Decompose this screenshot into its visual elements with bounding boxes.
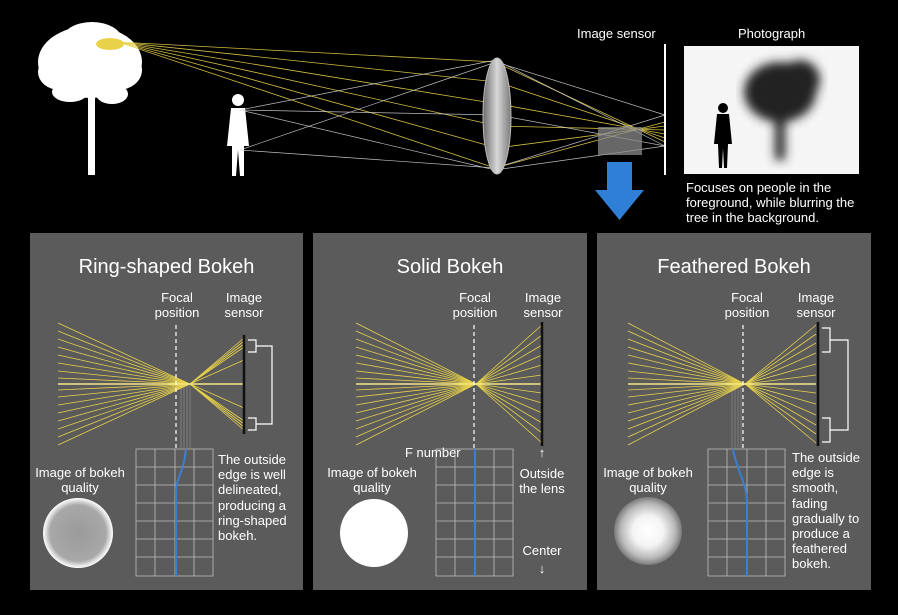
panel-1-quality-label: Image of bokeh quality: [35, 465, 125, 495]
photo-person-icon: [714, 103, 732, 168]
person-icon: [227, 94, 249, 176]
panel-2-title: Solid Bokeh: [396, 256, 504, 278]
top-scene: [38, 22, 859, 220]
panel-2-outside-label: Outside the lens: [519, 466, 565, 496]
person-rays: [239, 59, 666, 171]
panel-1-description: The outside edge is well delineated, pro…: [218, 452, 287, 544]
center-arrow-icon: ↓: [538, 561, 546, 576]
panel-2-focal-label: Focal position: [452, 290, 498, 320]
ring-bokeh-icon: [43, 498, 113, 568]
panel-3-description: The outside edge is smooth, fading gradu…: [792, 450, 860, 572]
photograph-label: Photograph: [738, 26, 806, 41]
feathered-bokeh-icon: [614, 497, 682, 565]
photo-caption: Focuses on people in the foreground, whi…: [686, 180, 855, 226]
blurred-tree-icon: [744, 60, 820, 160]
focus-box: [598, 127, 642, 155]
panel-2-center-label: Center: [522, 543, 562, 558]
tree-rays: [117, 41, 666, 169]
panel-1-focal-label: Focal position: [154, 290, 200, 320]
outside-arrow-icon: ↑: [538, 445, 546, 460]
solid-bokeh-icon: [340, 499, 408, 567]
panel-3-quality-label: Image of bokeh quality: [603, 465, 693, 495]
image-sensor-label: Image sensor: [577, 26, 656, 41]
down-arrow-icon: [595, 162, 644, 220]
panel-2-quality-label: Image of bokeh quality: [327, 465, 417, 495]
panel-1-title: Ring-shaped Bokeh: [78, 256, 255, 278]
panel-3-title: Feathered Bokeh: [657, 256, 811, 278]
panel-3-diagram: [614, 322, 849, 577]
panel-2-sensor-label: Image sensor: [523, 290, 563, 320]
panel-3-focal-label: Focal position: [724, 290, 770, 320]
panel-1-sensor-label: Image sensor: [224, 290, 264, 320]
panel-2-f-number-label: F number: [405, 445, 461, 460]
tree-icon: [38, 22, 142, 175]
panel-2-diagram: [340, 322, 544, 577]
panel-3-sensor-label: Image sensor: [796, 290, 836, 320]
lens-icon: [482, 57, 512, 175]
panel-1-diagram: [43, 322, 273, 577]
